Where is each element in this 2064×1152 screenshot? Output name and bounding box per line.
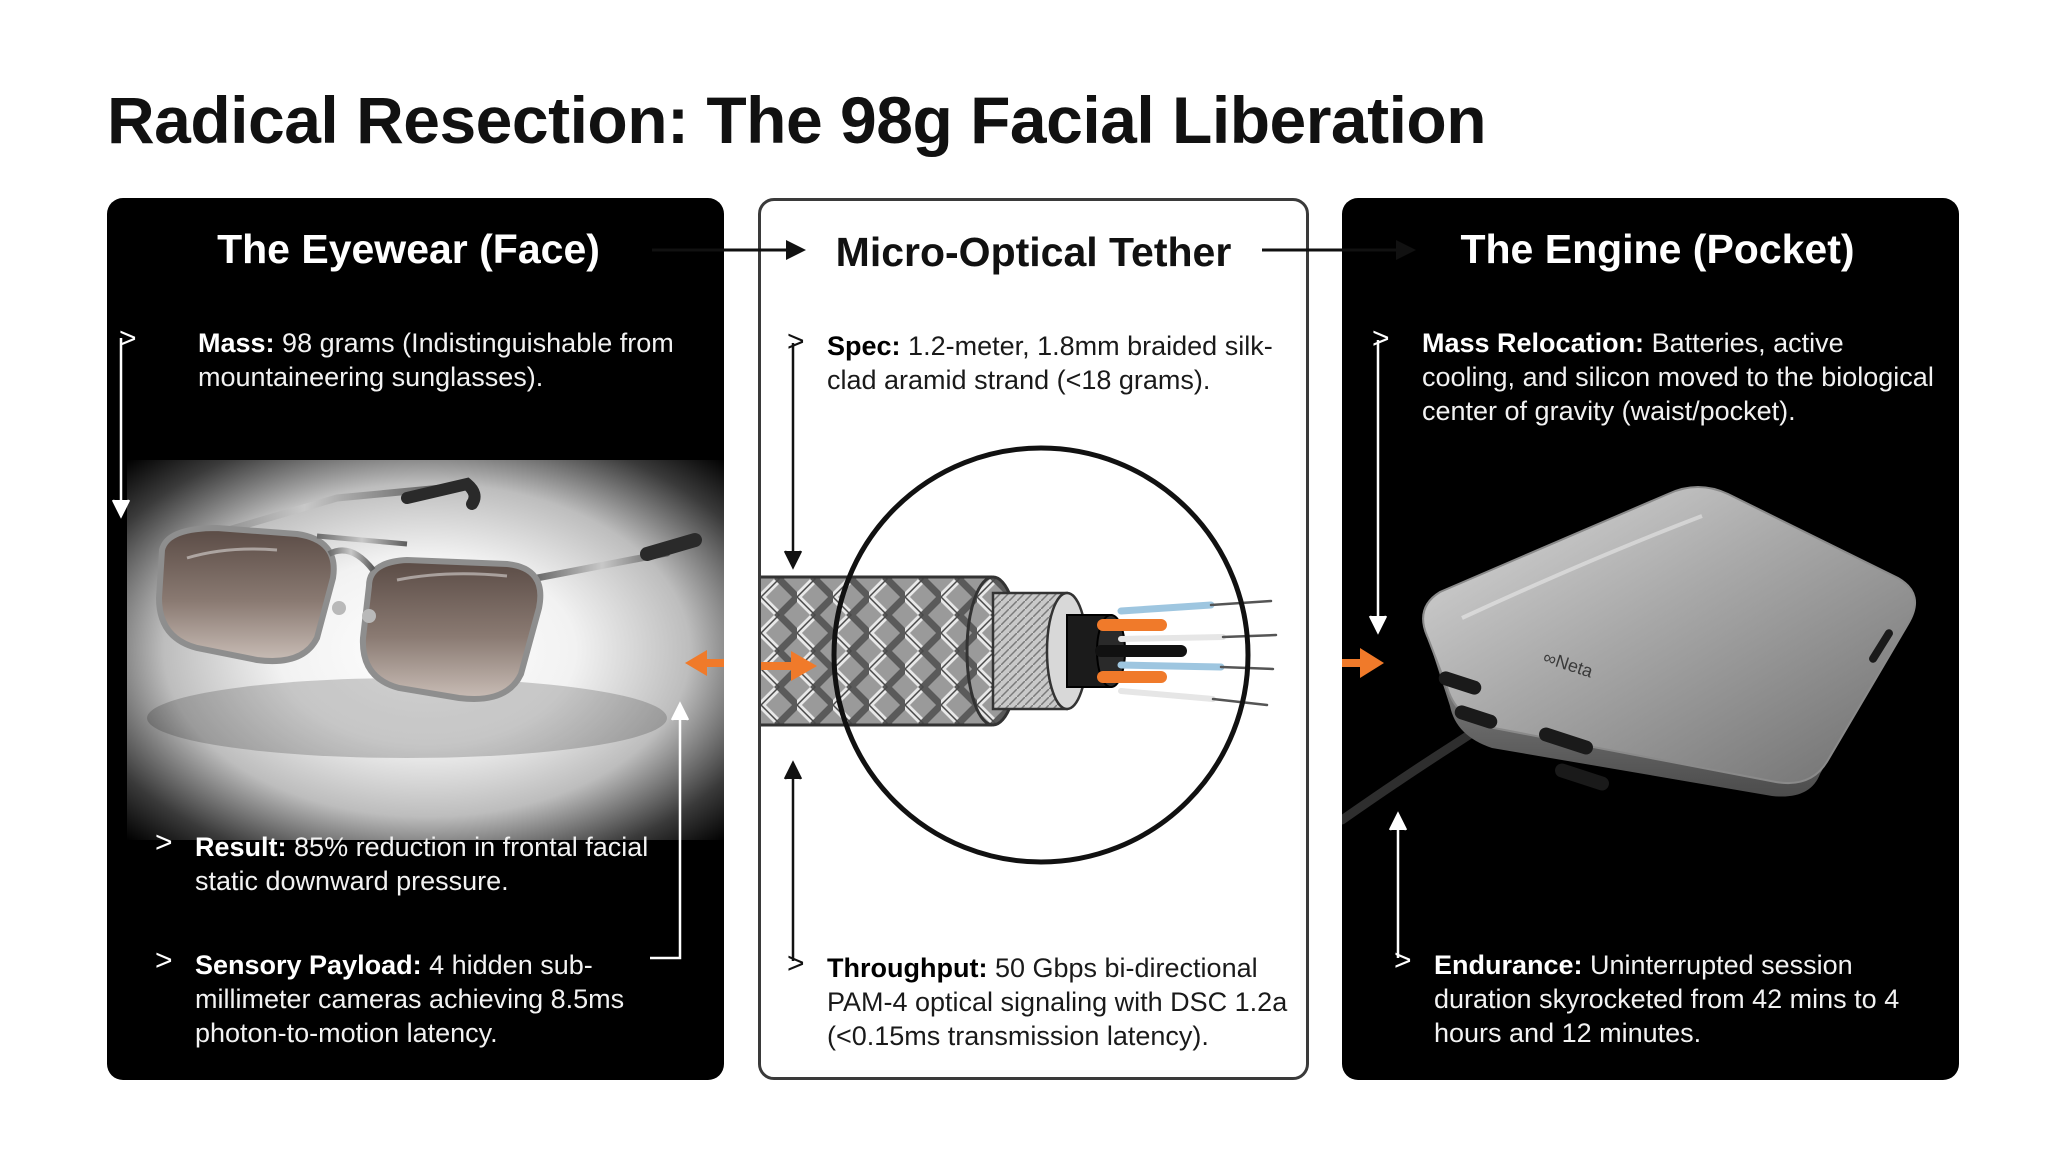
tether-panel-title: Micro-Optical Tether bbox=[835, 229, 1232, 275]
power-bank-icon bbox=[1342, 486, 1917, 825]
note-text: 98 grams (Indistinguishable from mountai… bbox=[198, 328, 674, 392]
note-text: Batteries, active cooling, and silicon m… bbox=[1422, 328, 1934, 426]
callout-lines bbox=[783, 343, 803, 961]
note-text: 1.2-meter, 1.8mm braided silk-clad arami… bbox=[827, 331, 1273, 395]
note-label: Spec: bbox=[827, 331, 901, 361]
chevron-right-icon: > bbox=[155, 944, 173, 977]
note-text: 4 hidden sub-millimeter cameras achievin… bbox=[195, 950, 625, 1048]
chevron-right-icon: > bbox=[155, 826, 173, 859]
eyewear-panel: The Eyewear (Face) bbox=[107, 198, 724, 1080]
eyewear-mass-note: Mass: 98 grams (Indistinguishable from m… bbox=[198, 326, 698, 394]
note-label: Mass Relocation: bbox=[1422, 328, 1645, 358]
callout-lines bbox=[1368, 340, 1408, 958]
note-label: Mass: bbox=[198, 328, 275, 358]
note-text: 85% reduction in frontal facial static d… bbox=[195, 832, 649, 896]
tether-panel: Micro-Optical Tether bbox=[758, 198, 1309, 1080]
chevron-right-icon: > bbox=[1394, 944, 1412, 977]
chevron-right-icon: > bbox=[787, 325, 805, 358]
note-label: Throughput: bbox=[827, 953, 988, 983]
note-text: 50 Gbps bi-directional PAM-4 optical sig… bbox=[827, 953, 1288, 1051]
eyewear-sensory-note: Sensory Payload: 4 hidden sub-millimeter… bbox=[195, 948, 675, 1050]
chevron-right-icon: > bbox=[787, 947, 805, 980]
note-label: Result: bbox=[195, 832, 287, 862]
cable-icon bbox=[761, 445, 1278, 865]
engine-panel-title: The Engine (Pocket) bbox=[1460, 226, 1855, 272]
chevron-right-icon: > bbox=[119, 322, 137, 355]
double-arrow-icon bbox=[761, 651, 817, 681]
spotlight-backdrop bbox=[127, 460, 724, 840]
chevron-right-icon: > bbox=[1372, 322, 1390, 355]
engine-endurance-note: Endurance: Uninterrupted session duratio… bbox=[1434, 948, 1934, 1050]
note-label: Endurance: bbox=[1434, 950, 1583, 980]
engine-mass-relocation-note: Mass Relocation: Batteries, active cooli… bbox=[1422, 326, 1942, 428]
device-logo: ∞Neta bbox=[1541, 647, 1596, 682]
eyewear-panel-title: The Eyewear (Face) bbox=[217, 226, 600, 272]
double-arrow-icon bbox=[1342, 648, 1384, 678]
tether-spec-note: Spec: 1.2-meter, 1.8mm braided silk-clad… bbox=[827, 329, 1297, 397]
page-title: Radical Resection: The 98g Facial Libera… bbox=[107, 83, 1487, 157]
eyewear-result-note: Result: 85% reduction in frontal facial … bbox=[195, 830, 665, 898]
tether-throughput-note: Throughput: 50 Gbps bi-directional PAM-4… bbox=[827, 951, 1302, 1053]
note-label: Sensory Payload: bbox=[195, 950, 422, 980]
note-text: Uninterrupted session duration skyrocket… bbox=[1434, 950, 1900, 1048]
engine-panel: The Engine (Pocket) bbox=[1342, 198, 1959, 1080]
